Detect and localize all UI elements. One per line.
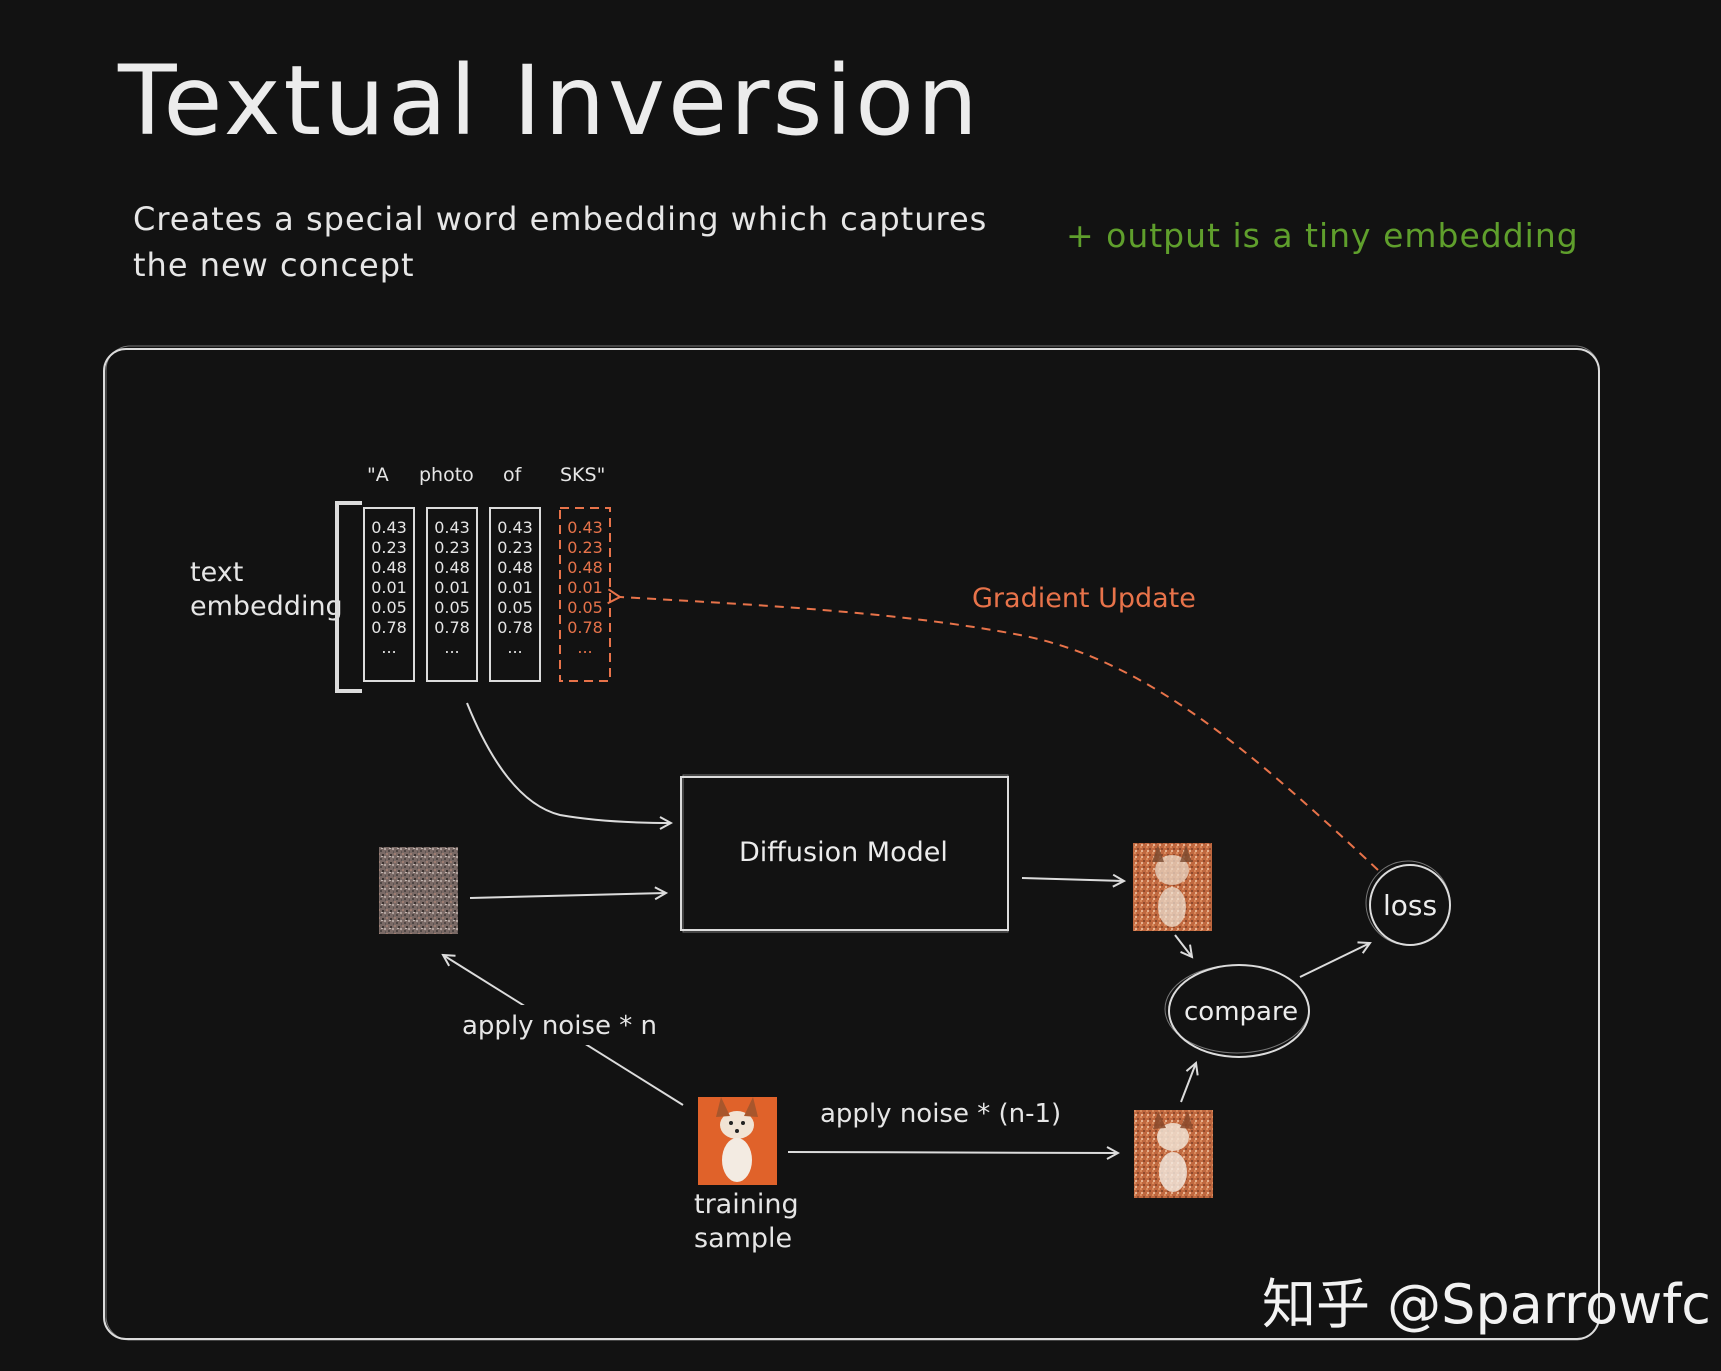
diffusion-model-label: Diffusion Model [739, 837, 948, 868]
prompt-token-sks: SKS" [560, 464, 605, 486]
training-sample-image [698, 1097, 777, 1185]
embedding-value: ... [381, 638, 396, 657]
embedding-value: 0.05 [371, 598, 407, 617]
embedding-value: 0.01 [497, 578, 533, 597]
embedding-value: 0.48 [371, 558, 407, 577]
embedding-value: ... [577, 638, 592, 657]
embedding-value: 0.43 [497, 518, 533, 537]
embedding-value: 0.05 [497, 598, 533, 617]
embedding-value: 0.78 [497, 618, 533, 637]
training-to-target-arrow [787, 1152, 1118, 1153]
embedding-value: ... [444, 638, 459, 657]
embedding-bracket [335, 501, 362, 693]
gradient-update-label: Gradient Update [972, 583, 1196, 614]
apply-noise-n1-label: apply noise * (n-1) [820, 1099, 1061, 1129]
noise-image [379, 847, 458, 934]
embedding-value: 0.23 [371, 538, 407, 557]
embedding-value: 0.78 [434, 618, 470, 637]
training-sample-label-1: training [694, 1189, 799, 1220]
loss-label: loss [1383, 889, 1437, 922]
embedding-value: 0.48 [497, 558, 533, 577]
noise-to-model-arrow [469, 893, 666, 898]
compare-to-loss-arrow [1299, 943, 1370, 978]
prompt-token-photo: photo [419, 464, 474, 486]
prompt-token-a: "A [367, 464, 389, 486]
gradient-update-path [607, 588, 1379, 871]
output-note: + output is a tiny embedding [1066, 216, 1579, 255]
noisy-target-image [1134, 1110, 1213, 1198]
subtitle-line-1: Creates a special word embedding which c… [133, 200, 988, 238]
model-to-output-arrow [1021, 878, 1124, 881]
page-title: Textual Inversion [118, 45, 981, 157]
predicted-image [1133, 843, 1212, 931]
training-sample-label-2: sample [694, 1223, 792, 1254]
embedding-value: 0.05 [567, 598, 603, 617]
embedding-column-2 [426, 507, 478, 682]
prompt-token-of: of [503, 464, 523, 486]
embedding-value: 0.48 [434, 558, 470, 577]
target-to-compare-arrow [1180, 1063, 1196, 1103]
watermark: 知乎 @Sparrowfc [1262, 1273, 1711, 1336]
embedding-columns: 0.430.230.480.010.050.78...0.430.230.480… [363, 507, 611, 682]
embedding-value: ... [507, 638, 522, 657]
embedding-value: 0.01 [434, 578, 470, 597]
prompt-tokens: "A photo of SKS" [367, 464, 605, 486]
embedding-to-model-arrow [466, 702, 671, 823]
compare-label: compare [1184, 997, 1298, 1027]
embedding-value: 0.23 [434, 538, 470, 557]
embedding-value: 0.48 [567, 558, 603, 577]
predicted-to-compare-arrow [1174, 934, 1192, 957]
embedding-column-1 [363, 507, 415, 682]
text-embedding-label-1: text [190, 557, 243, 588]
embedding-value: 0.23 [567, 538, 603, 557]
embedding-value: 0.01 [371, 578, 407, 597]
embedding-value: 0.78 [567, 618, 603, 637]
embedding-value: 0.78 [371, 618, 407, 637]
apply-noise-n-label: apply noise * n [462, 1011, 657, 1041]
embedding-value: 0.01 [567, 578, 603, 597]
embedding-value: 0.05 [434, 598, 470, 617]
embedding-value: 0.43 [371, 518, 407, 537]
subtitle-line-2: the new concept [133, 246, 415, 284]
embedding-value: 0.43 [567, 518, 603, 537]
embedding-value: 0.43 [434, 518, 470, 537]
embedding-column-3 [489, 507, 541, 682]
embedding-value: 0.23 [497, 538, 533, 557]
text-embedding-label-2: embedding [190, 591, 343, 622]
